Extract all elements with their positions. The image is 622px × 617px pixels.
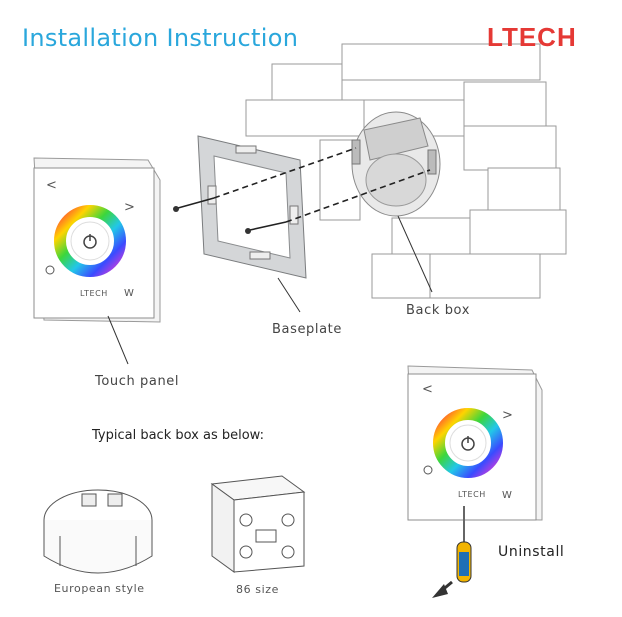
leader-lines: [107, 215, 433, 365]
uninstall-panel-illustration: [407, 365, 543, 521]
baseplate-label: Baseplate: [272, 322, 342, 337]
touch-panel-illustration: [33, 157, 161, 323]
screwdriver-icon: [456, 506, 472, 583]
fan-icon: [45, 265, 55, 275]
touch-panel-label: Touch panel: [95, 374, 180, 389]
screw-head-icon: [173, 206, 179, 212]
uninstall-label: Uninstall: [498, 544, 565, 560]
box-86-illustration: [210, 475, 306, 573]
brand-logo: LTECH: [487, 22, 577, 52]
back-box-illustration: [351, 111, 441, 217]
back-icon: <: [422, 382, 434, 397]
baseplate-illustration: [197, 135, 307, 279]
panel-brand: LTECH: [80, 289, 108, 298]
back-icon: <: [46, 178, 58, 193]
fan-icon: [423, 465, 433, 475]
forward-icon: >: [124, 200, 136, 215]
screw-lines: [177, 147, 431, 231]
back-box-label: Back box: [406, 303, 470, 318]
european-box-illustration: [43, 489, 153, 574]
panel-brand: LTECH: [458, 490, 486, 499]
page-title: Installation Instruction: [22, 24, 299, 52]
typical-heading: Typical back box as below:: [92, 428, 264, 443]
w-label: W: [124, 288, 135, 299]
w-label: W: [502, 490, 513, 501]
remove-arrow-icon: [432, 580, 453, 598]
forward-icon: >: [502, 408, 514, 423]
size86-label: 86 size: [236, 583, 280, 596]
european-style-label: European style: [54, 582, 145, 595]
screw-head-icon: [245, 228, 251, 234]
